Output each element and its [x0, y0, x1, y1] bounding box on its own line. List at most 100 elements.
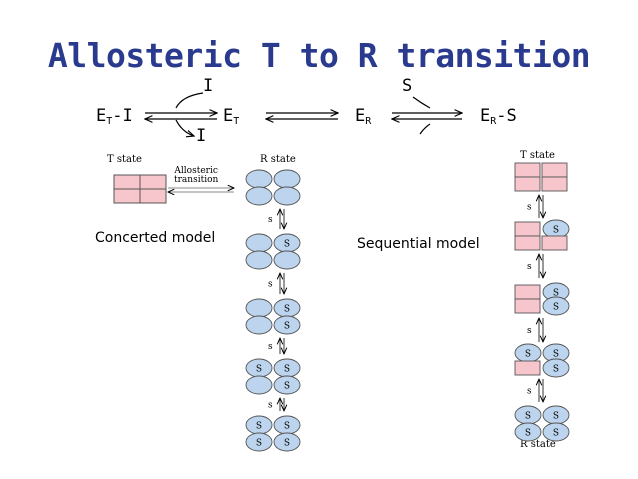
subunit-square	[541, 176, 568, 192]
s-arrow-label: s	[268, 401, 273, 411]
subunit-square	[514, 176, 541, 192]
concerted-s-arrow: s	[268, 273, 284, 294]
concerted-t-state-label: T state	[107, 154, 142, 165]
sequential-t-state-label: T state	[520, 150, 555, 161]
subunit-circle: S	[514, 422, 542, 442]
s-arrow-label: s	[527, 203, 532, 213]
sequential-tetramer: S	[514, 219, 570, 251]
sequential-s-arrow: s	[527, 254, 543, 278]
subunit-circle: S	[245, 415, 273, 435]
subunit-circle: S	[245, 432, 273, 452]
concerted-r-state-label: R state	[260, 154, 296, 165]
et-i-equilibrium-arrows	[145, 92, 217, 136]
subunit-square	[514, 284, 541, 300]
bound-substrate-label: S	[553, 303, 559, 313]
bound-substrate-label: S	[553, 226, 559, 236]
subunit-circle	[245, 315, 273, 335]
concerted-s-arrow: s	[268, 338, 284, 354]
sequential-s-arrow: s	[527, 195, 543, 218]
bound-substrate-label: S	[553, 289, 559, 299]
subunit-circle	[245, 233, 273, 253]
subunit-circle	[245, 298, 273, 318]
subunit-square	[541, 162, 568, 178]
subunit-circle: S	[273, 298, 301, 318]
subunit-circle: S	[542, 296, 570, 316]
et-i-label: ET-I	[96, 106, 133, 127]
subunit-circle	[245, 169, 273, 189]
subunit-circle: S	[273, 315, 301, 335]
s-arrow-label: s	[268, 342, 273, 352]
bound-substrate-label: S	[525, 350, 531, 360]
bound-substrate-label: S	[553, 412, 559, 422]
subunit-square	[541, 235, 568, 251]
subunit-circle: S	[542, 422, 570, 442]
inhibitor-release-curve	[175, 119, 194, 136]
s-arrow-label: s	[268, 280, 273, 290]
er-ers-equilibrium-arrows	[392, 96, 462, 135]
bound-substrate-label: S	[525, 412, 531, 422]
subunit-circle: S	[514, 405, 542, 425]
subunit-circle	[245, 186, 273, 206]
substrate-binding-curve	[412, 96, 431, 109]
subunit-circle: S	[514, 343, 542, 363]
bound-substrate-label: S	[284, 365, 290, 375]
bound-substrate-label: S	[284, 422, 290, 432]
er-label: ER	[355, 106, 372, 127]
bound-substrate-label: S	[284, 439, 290, 449]
subunit-circle	[245, 250, 273, 270]
bound-substrate-label: S	[525, 429, 531, 439]
substrate-label: S	[402, 76, 413, 96]
subunit-circle: S	[273, 432, 301, 452]
concerted-tetramer	[245, 169, 301, 206]
bound-substrate-label: S	[553, 429, 559, 439]
subunit-circle	[245, 375, 273, 395]
page-title: Allosteric T to R transition	[47, 36, 591, 75]
subunit-square	[514, 360, 541, 376]
substrate-release-curve	[419, 123, 431, 135]
sequential-r-state-label: R state	[520, 439, 556, 450]
sequential-tetramer	[514, 162, 568, 192]
allosteric-transition-arrow	[168, 188, 234, 192]
subunit-square	[514, 221, 541, 237]
concerted-model-label: Concerted model	[95, 230, 216, 246]
subunit-circle: S	[273, 358, 301, 378]
bound-substrate-label: S	[284, 305, 290, 315]
sequential-tetramer: SS	[514, 282, 570, 316]
inhibitor-bottom-label: I	[196, 126, 207, 146]
subunit-circle: S	[542, 358, 570, 378]
subunit-square	[514, 298, 541, 314]
subunit-circle	[273, 250, 301, 270]
inhibitor-top-label: I	[203, 76, 214, 96]
concerted-tetramer: SS	[245, 298, 301, 335]
et-label: ET	[223, 106, 240, 127]
s-arrow-label: s	[527, 387, 532, 397]
subunit-circle: S	[542, 219, 570, 239]
concerted-tetramer: S	[245, 233, 301, 270]
bound-substrate-label: S	[256, 439, 262, 449]
concerted-s-arrow: s	[268, 398, 284, 411]
s-arrow-label: s	[527, 326, 532, 336]
bound-substrate-label: S	[284, 240, 290, 250]
subunit-circle: S	[542, 282, 570, 302]
subunit-circle	[273, 169, 301, 189]
bound-substrate-label: S	[553, 365, 559, 375]
subunit-square	[514, 235, 541, 251]
bound-substrate-label: S	[284, 382, 290, 392]
sequential-model-label: Sequential model	[357, 236, 480, 252]
sequential-s-arrow: s	[527, 379, 543, 402]
bound-substrate-label: S	[256, 422, 262, 432]
concerted-s-arrow: s	[268, 209, 284, 229]
subunit-circle: S	[273, 415, 301, 435]
s-arrow-label: s	[268, 215, 273, 225]
et-er-equilibrium-arrows	[266, 113, 338, 119]
inhibitor-binding-curve	[175, 92, 204, 109]
subunit-circle: S	[273, 375, 301, 395]
